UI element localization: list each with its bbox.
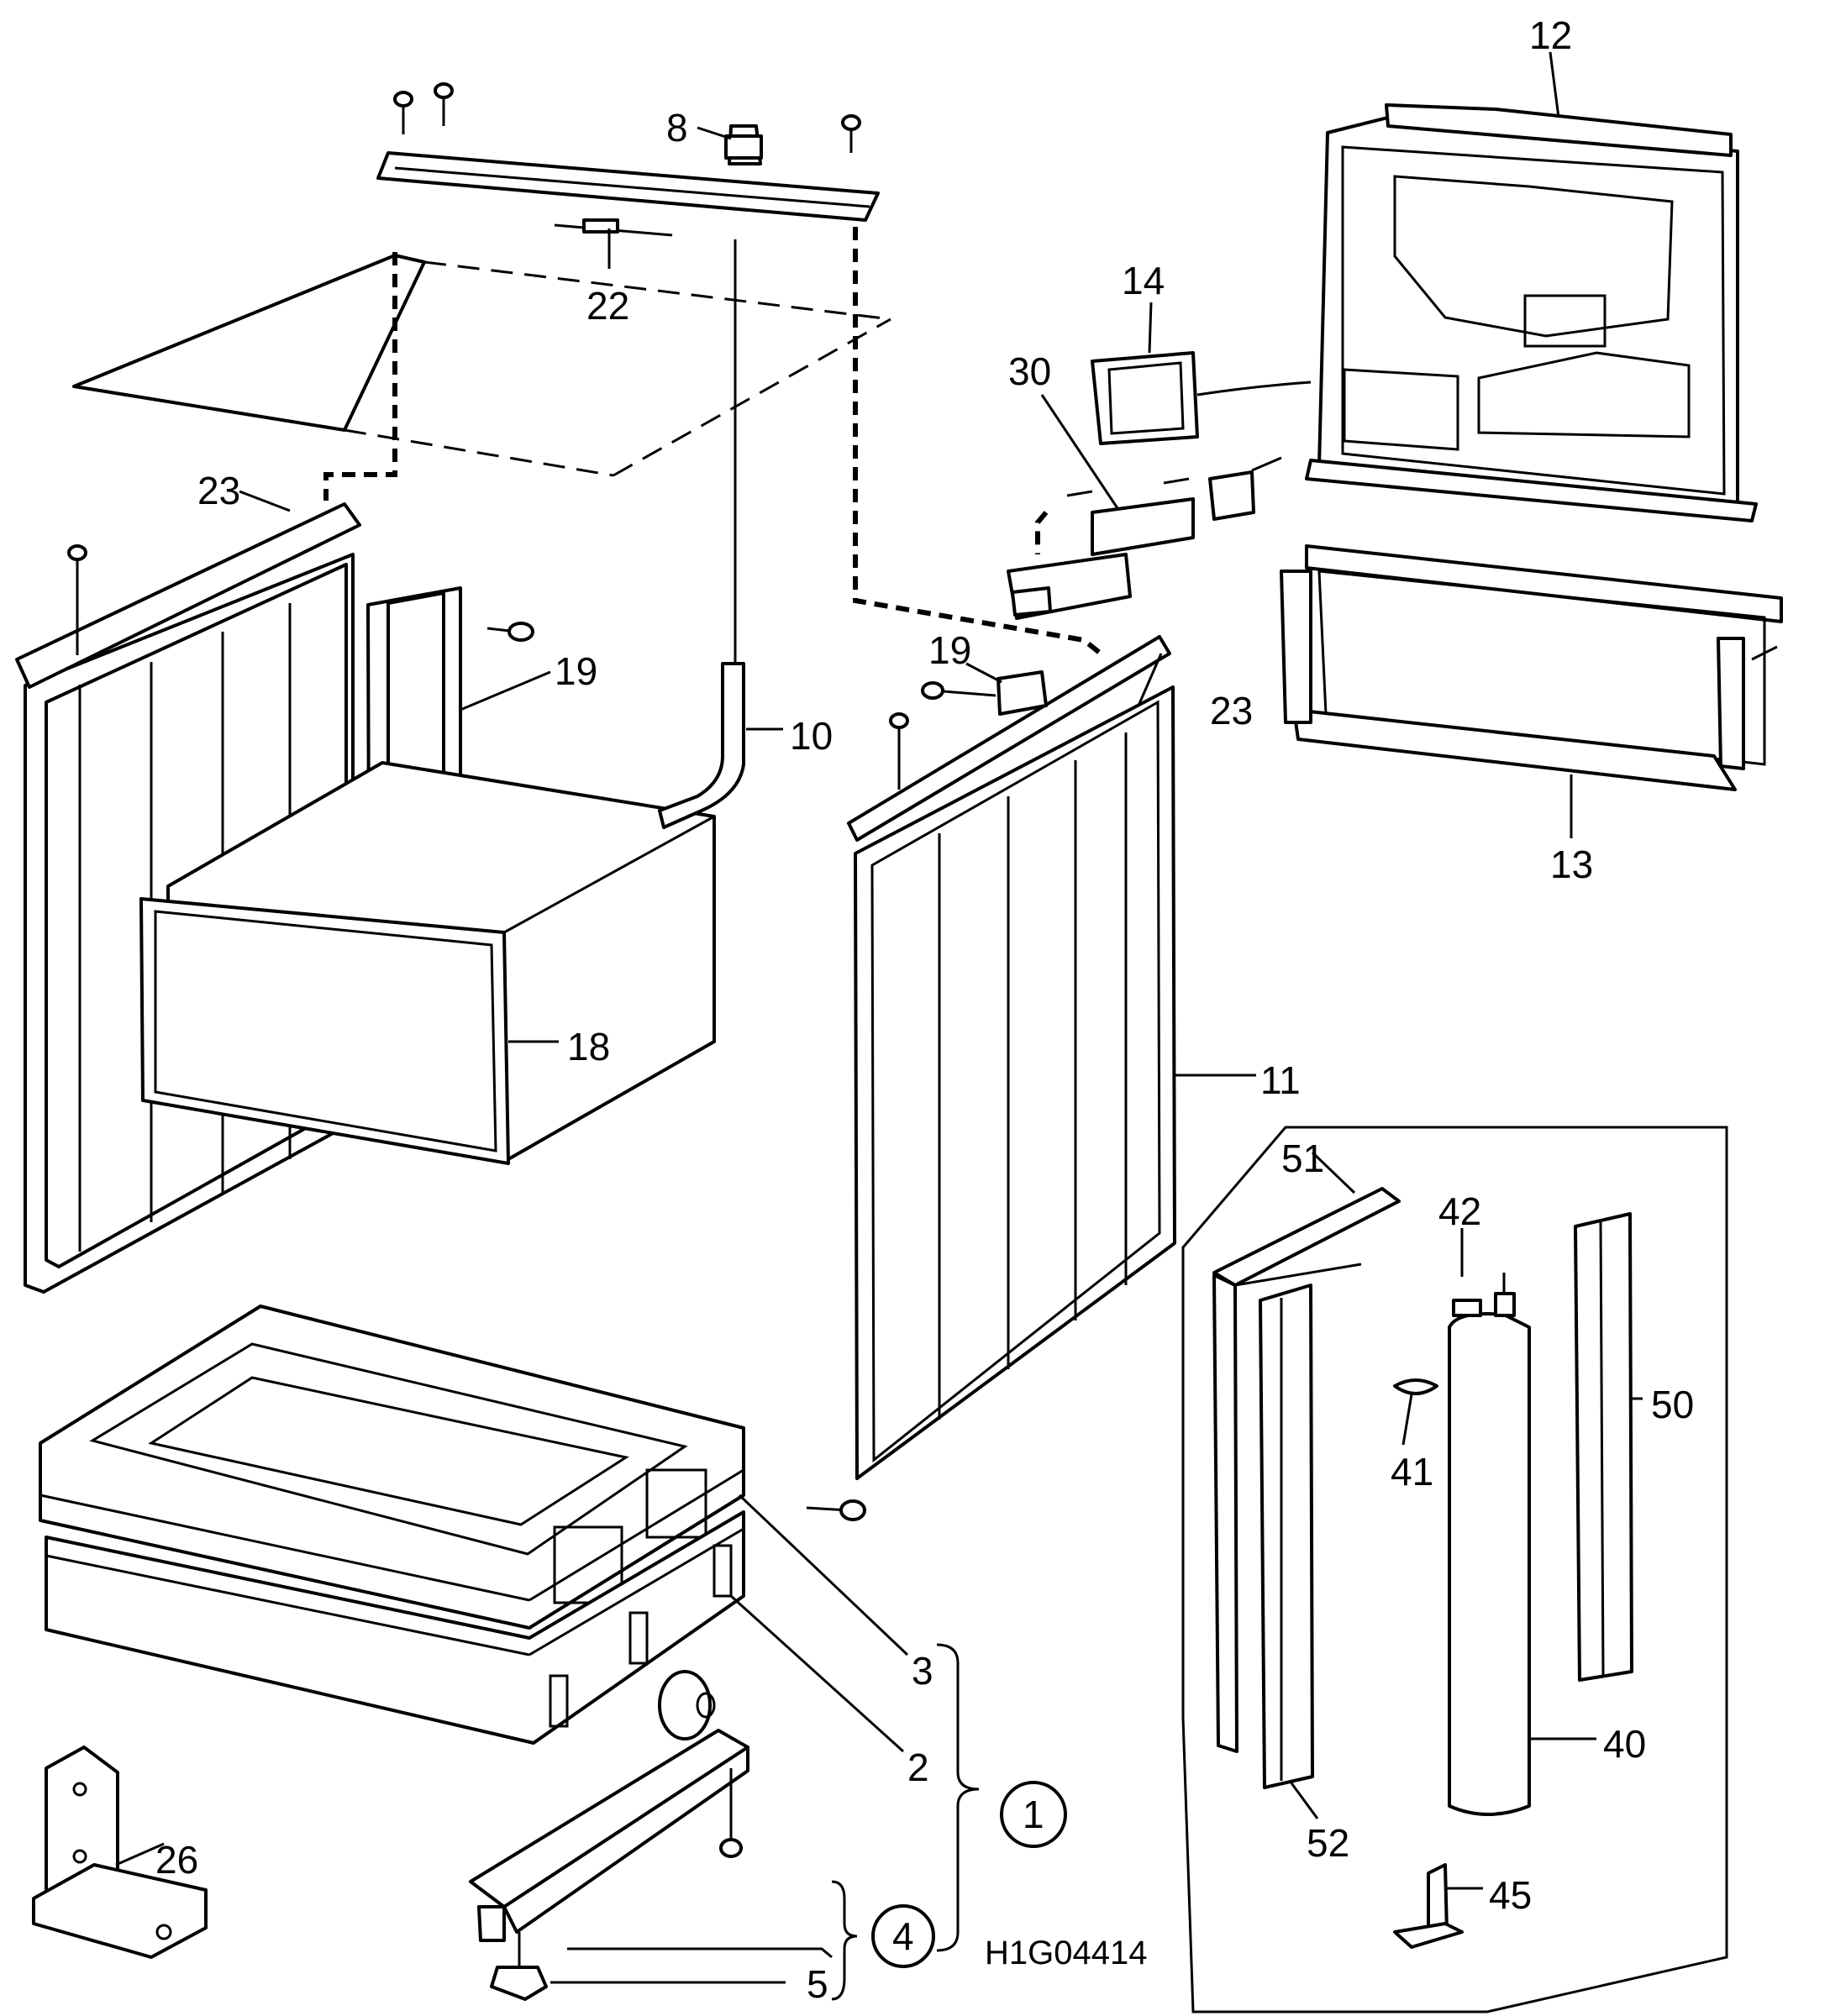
callout-23-left: 23 [197,469,240,512]
post-50 [1574,1212,1633,1682]
assembly-1-label: 1 [1023,1793,1044,1836]
leader-lines [115,51,1643,2001]
callout-23-right: 23 [1210,689,1253,732]
assembly-4-marker: 4 [871,1904,935,1968]
callout-14: 14 [1122,259,1165,302]
cover-plate [1091,351,1312,445]
callout-26: 26 [155,1838,198,1882]
callout-41: 41 [1391,1450,1433,1494]
base-frame-lower [45,1499,866,1745]
callout-13: 13 [1550,843,1593,886]
callout-50: 50 [1651,1383,1694,1426]
drain-pipe [658,239,745,829]
callout-45: 45 [1489,1873,1532,1917]
rear-panel [1305,103,1758,522]
callout-30: 30 [1008,349,1051,393]
post-51 [1212,1187,1401,1753]
callout-12: 12 [1529,13,1572,57]
callout-18: 18 [567,1025,610,1068]
bracket-45 [1393,1863,1464,1949]
assembly-1-marker: 1 [1000,1781,1067,1848]
right-side-panel [847,227,1176,1480]
callout-10: 10 [790,714,833,758]
tank-body [139,761,716,1165]
top-screws [393,82,861,153]
callout-42: 42 [1438,1189,1481,1233]
tube-40 [1393,1273,1531,1816]
callout-52: 52 [1307,1821,1349,1865]
callout-11: 11 [1260,1058,1301,1102]
callout-8: 8 [666,106,688,150]
corner-bracket [32,1746,208,1959]
assembly-4-label: 4 [892,1914,914,1958]
base-channel [1280,544,1783,791]
figure-code: H1G04414 [985,1935,1147,1971]
callout-40: 40 [1603,1722,1646,1766]
inset-frame [1181,1126,1728,2013]
hinge-bracket [1007,456,1282,620]
callout-19-right: 19 [928,628,971,672]
callout-22: 22 [586,284,629,328]
callout-3: 3 [912,1649,933,1693]
callout-2: 2 [907,1746,929,1789]
top-sheet-panel [72,252,891,501]
post-52 [1259,1284,1314,1789]
bracket-right [921,670,1048,716]
castor-rail [469,1670,749,2001]
callout-51: 51 [1281,1137,1324,1180]
callout-19-left: 19 [555,649,597,693]
top-rail [376,124,880,237]
callout-5: 5 [807,1962,828,2006]
